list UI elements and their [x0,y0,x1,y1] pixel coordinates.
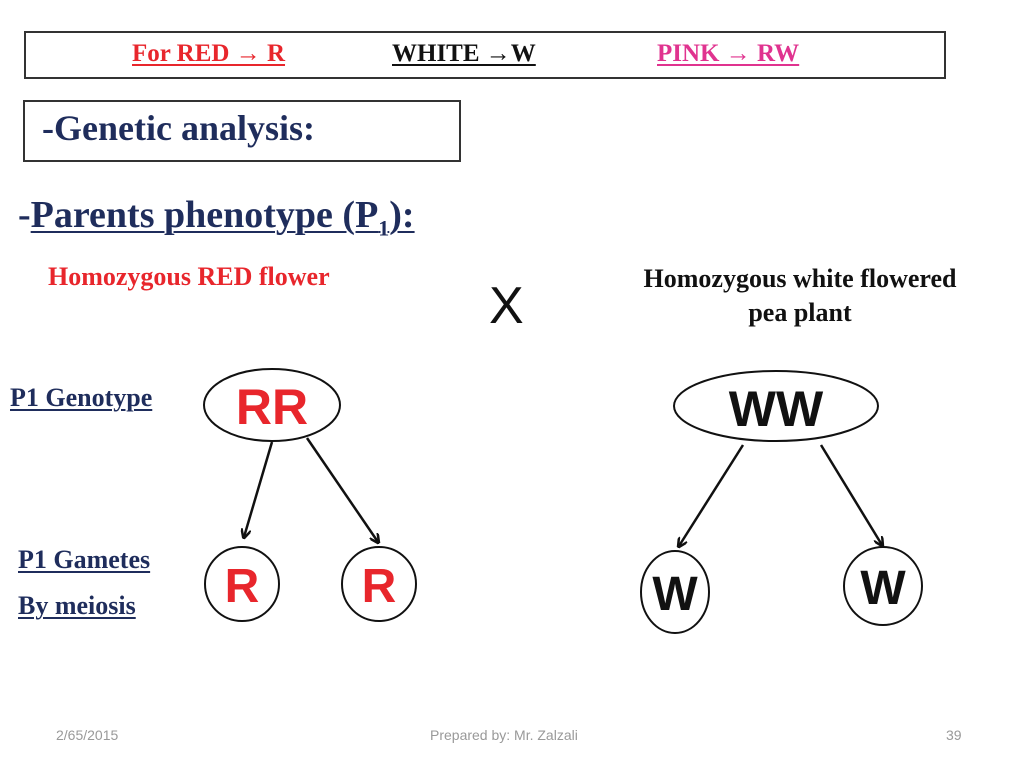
parents-phenotype-heading: -Parents phenotype (P1): [18,193,415,242]
gamete-red-2-circle [341,546,417,622]
arrow-white-left [679,444,745,546]
parent-white-line2: pea plant [748,298,852,327]
cross-symbol: X [489,277,524,335]
arrow-red-left [244,441,274,537]
legend-box [24,31,946,79]
gamete-white-2-text: W [860,562,906,615]
parents-subscript: 1 [378,215,390,241]
footer-page-number: 39 [946,727,962,743]
gamete-red-1-text: R [225,560,260,613]
gamete-white-1-text: W [652,568,698,621]
gamete-white-2-circle [843,546,923,626]
genotype-white-ellipse [673,370,879,442]
legend-pink: PINK → RW [657,40,800,67]
parents-label-text: Parents phenotype (P [30,194,379,236]
genotype-white-text: WW [729,381,824,437]
parents-suffix: ): [389,194,415,236]
gamete-white-1-circle [640,550,710,634]
footer-author: Prepared by: Mr. Zalzali [430,727,578,743]
parent-white-label: Homozygous white flowered pea plant [600,262,1000,330]
p1-meiosis-label: By meiosis [18,591,136,620]
parents-label: Parents phenotype (P1): [30,194,415,241]
parent-red-label: Homozygous RED flower [48,262,330,291]
genotype-red-text: RR [236,379,308,435]
parents-prefix: - [18,194,31,236]
genetic-analysis-box [23,100,461,162]
genetic-analysis-heading: -Genetic analysis: [42,108,315,148]
arrow-white-right [819,444,882,545]
arrow-red-right [305,437,378,542]
p1-gametes-label: P1 Gametes [18,545,151,574]
legend-red: For RED → R [132,40,286,67]
gamete-red-2-text: R [362,560,397,613]
p1-genotype-label: P1 Genotype [10,383,153,412]
legend-white: WHITE →W [392,40,536,67]
genotype-red-ellipse [203,368,341,442]
gamete-red-1-circle [204,546,280,622]
parent-white-line1: Homozygous white flowered [643,264,957,293]
footer-date: 2/65/2015 [56,727,119,743]
